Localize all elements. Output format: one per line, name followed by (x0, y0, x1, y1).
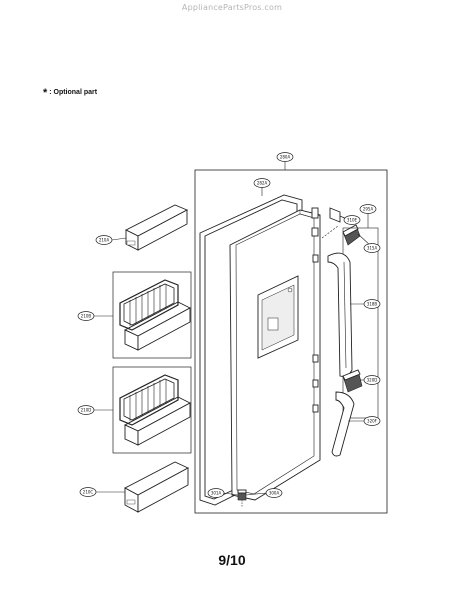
callout-cap-lower: 320D (363, 375, 381, 385)
callout-bin-bottom: 210C (79, 487, 97, 497)
svg-text:280A: 280A (280, 155, 291, 160)
callout-hinge-bottom: 301A (207, 488, 225, 498)
door-bin-top (125, 204, 189, 251)
svg-text:295A: 295A (363, 207, 374, 212)
svg-text:315A: 315A (367, 246, 378, 251)
door-panel (229, 207, 321, 501)
callout-bin-lower: 210D (77, 405, 95, 415)
svg-text:210D: 210D (81, 408, 92, 413)
svg-text:318B: 318B (367, 302, 378, 307)
door-handle (327, 252, 353, 377)
callout-handle-lower: 320F (363, 416, 381, 426)
svg-text:282A: 282A (257, 181, 268, 186)
svg-text:300A: 300A (269, 491, 280, 496)
hinge-bottom (237, 489, 247, 507)
callout-cap-upper: 295A (359, 204, 377, 214)
optional-symbol: * (43, 87, 48, 99)
callout-handle: 318B (363, 299, 381, 309)
door-bin-middle (123, 301, 191, 351)
callout-gasket: 282A (253, 178, 271, 188)
svg-text:210B: 210B (81, 314, 92, 319)
optional-part-note: * : Optional part (43, 85, 98, 99)
assembly-frame (194, 169, 388, 514)
page-number: 9/10 (218, 552, 246, 568)
callout-bin-middle: 210B (77, 311, 95, 321)
svg-text:301A: 301A (211, 491, 222, 496)
bin-frame-middle (112, 271, 192, 359)
svg-text:320F: 320F (367, 419, 378, 424)
watermark: AppliancePartsPros.com (181, 3, 283, 12)
optional-part-label: : Optional part (49, 89, 98, 96)
svg-text:310E: 310E (347, 218, 358, 223)
hinge-top (321, 207, 346, 239)
wire-rack-lower (119, 374, 179, 426)
door-bin-bottom (124, 461, 190, 513)
callout-bracket-bottom: 300A (265, 488, 283, 498)
callout-bin-top: 210A (95, 235, 113, 245)
handle-cap-lower (342, 369, 363, 393)
svg-text:210A: 210A (99, 238, 110, 243)
svg-text:320D: 320D (367, 378, 378, 383)
svg-text:210C: 210C (83, 490, 94, 495)
wire-rack-middle (119, 279, 179, 331)
handle-lower (331, 391, 355, 457)
callout-hinge-small: 310E (343, 215, 361, 225)
door-bin-lower (123, 396, 191, 446)
callout-door-assembly: 280A (276, 152, 294, 162)
callout-hinge-cover-top: 315A (363, 243, 381, 253)
